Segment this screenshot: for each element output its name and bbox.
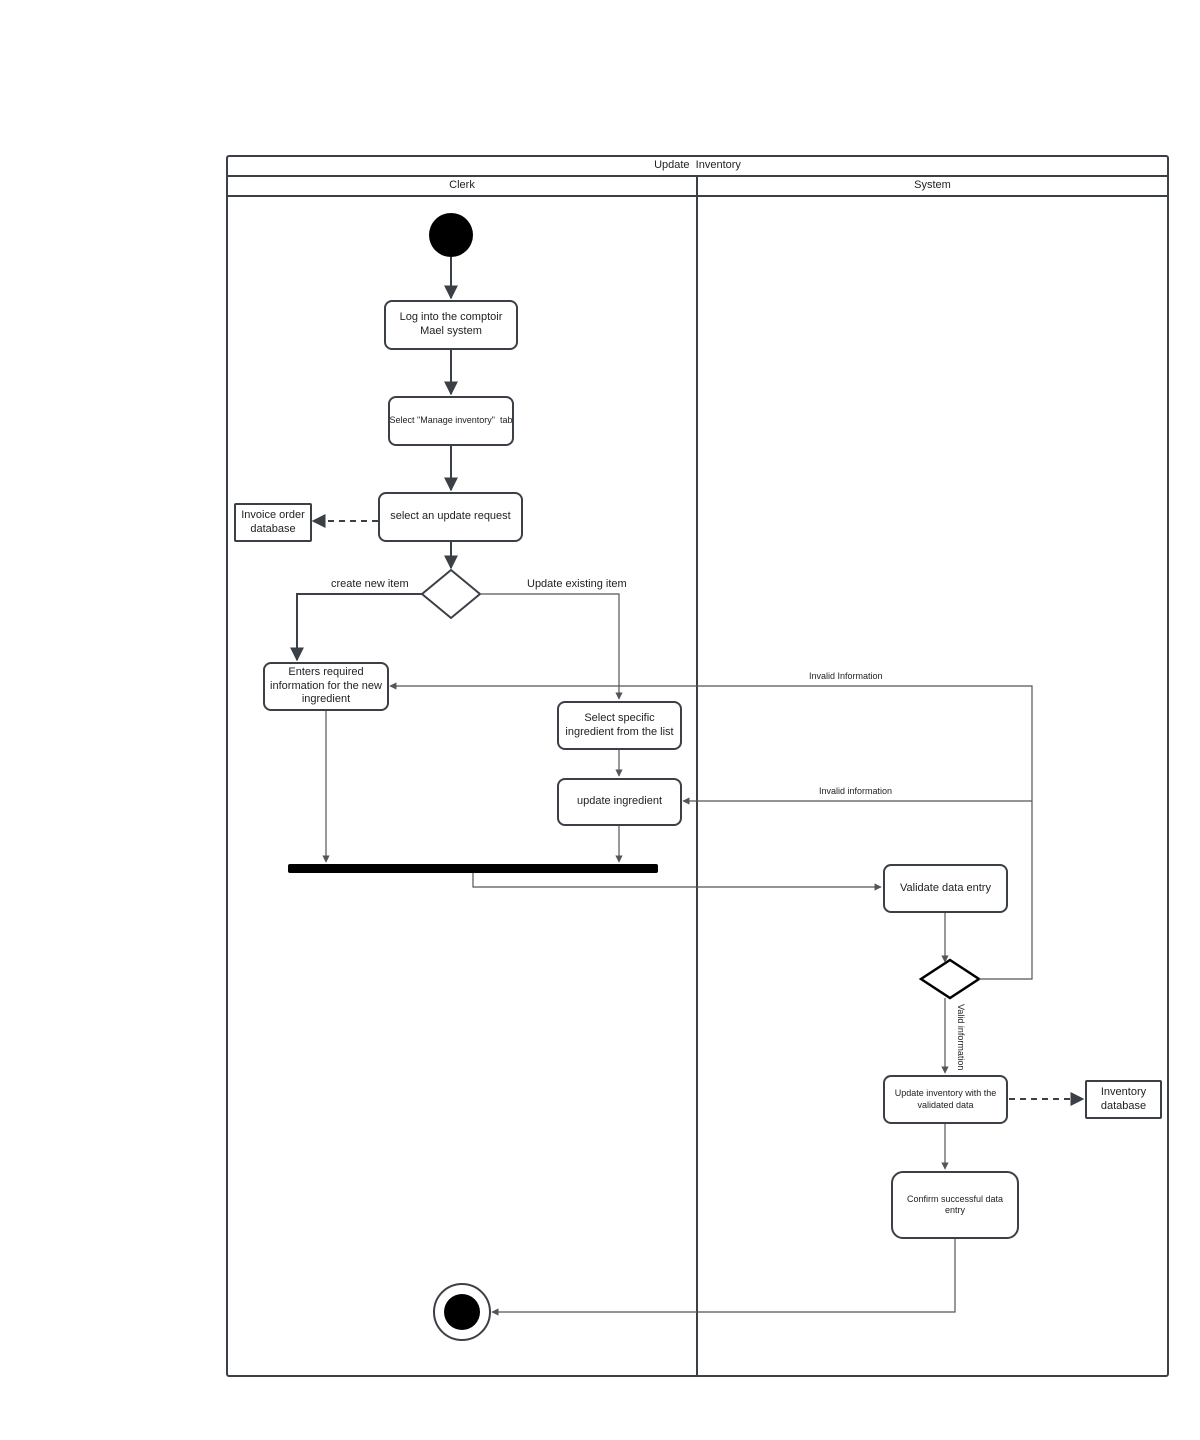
- action-select-ingredient-label: Select specific ingredient from the list: [565, 711, 674, 738]
- action-validate-label: Validate data entry: [900, 881, 991, 894]
- store-invoice-db-label: Invoice order database: [241, 509, 305, 535]
- edge-label-update-existing: Update existing item: [527, 578, 627, 590]
- action-update-ingredient: update ingredient: [557, 778, 682, 826]
- join-bar: [288, 864, 658, 873]
- action-update-inventory: Update inventory with the validated data: [883, 1075, 1008, 1124]
- action-select-request: select an update request: [378, 492, 523, 542]
- action-select-tab: Select "Manage inventory" tab: [388, 396, 514, 446]
- action-validate: Validate data entry: [883, 864, 1008, 913]
- edge-label-valid: Valid information: [956, 1004, 966, 1071]
- action-login-label: Log into the comptoir Mael system: [399, 311, 503, 337]
- lane-system-header: System: [914, 179, 951, 191]
- edge-label-create-new: create new item: [331, 578, 409, 590]
- action-login: Log into the comptoir Mael system: [384, 300, 518, 350]
- store-invoice-db: Invoice order database: [234, 503, 312, 542]
- initial-node: [429, 213, 473, 257]
- action-update-ingredient-label: update ingredient: [576, 795, 662, 808]
- diagram-title: Update Inventory: [654, 159, 741, 171]
- edge-label-invalid-2: Invalid information: [819, 786, 893, 796]
- edge-confirm-final: [491, 1239, 956, 1316]
- action-select-tab-label: Select "Manage inventory" tab: [389, 415, 513, 426]
- edge-join-validate: [472, 873, 882, 891]
- action-confirm: Confirm successful data entry: [891, 1171, 1019, 1239]
- edge-update-existing: [480, 593, 623, 700]
- action-select-request-label: select an update request: [390, 510, 511, 523]
- action-enter-info-label: Enters required information for the new …: [270, 665, 382, 706]
- final-node: [433, 1283, 491, 1341]
- edge-invalid-new: [389, 682, 1033, 980]
- lane-clerk-header: Clerk: [449, 179, 475, 191]
- action-confirm-label: Confirm successful data entry: [906, 1193, 1004, 1215]
- action-update-inventory-label: Update inventory with the validated data: [894, 1088, 997, 1110]
- decision-valid: [918, 958, 982, 1000]
- store-inventory-db: Inventory database: [1085, 1080, 1162, 1119]
- edge-create-new: [290, 593, 422, 662]
- decision-create-or-update: [420, 568, 482, 620]
- action-select-ingredient: Select specific ingredient from the list: [557, 701, 682, 750]
- action-enter-info: Enters required information for the new …: [263, 662, 389, 711]
- store-inventory-db-label: Inventory database: [1100, 1086, 1147, 1112]
- edge-label-invalid-1: Invalid Information: [809, 671, 883, 681]
- swimlane-frame: [226, 155, 1169, 1377]
